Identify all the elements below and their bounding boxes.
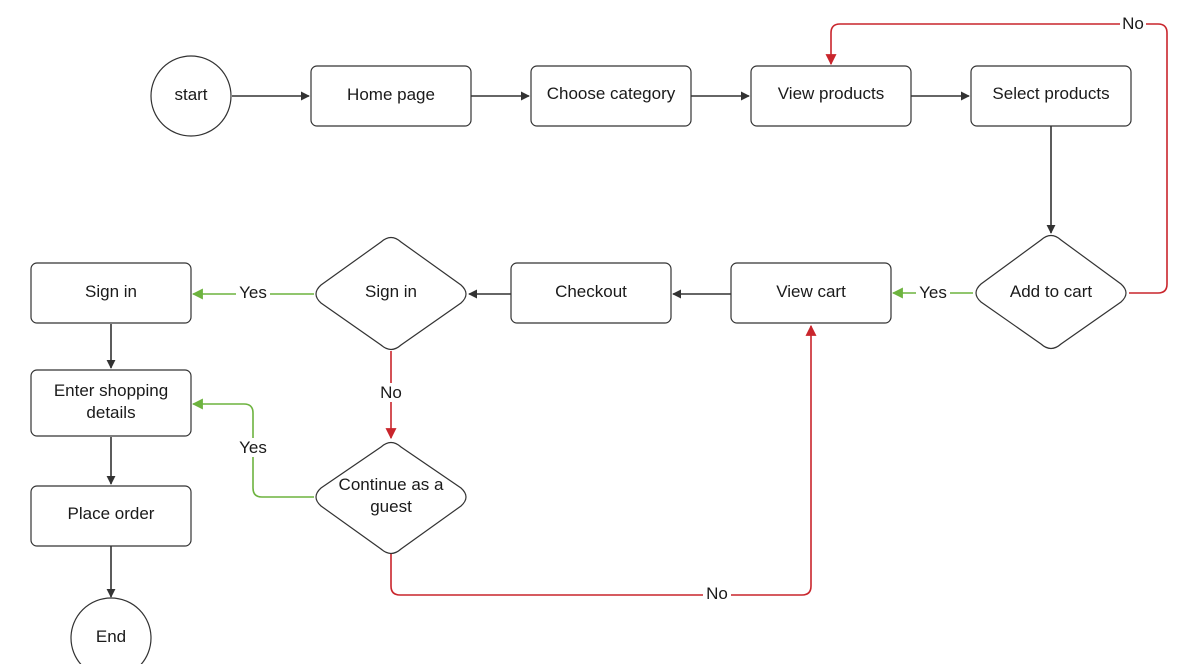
node-start: start (150, 55, 232, 137)
label-guest-no: No (706, 584, 728, 603)
node-guest-line2: guest (370, 497, 412, 516)
node-view-products: View products (750, 65, 912, 127)
node-end-label: End (96, 627, 126, 646)
node-enter-details-line1: Enter shopping (54, 381, 168, 400)
label-addtocart-no: No (1122, 14, 1144, 33)
edge-labels: No Yes Yes No Yes No (236, 14, 1146, 603)
node-add-to-cart-label: Add to cart (1010, 282, 1092, 301)
label-signin-no: No (380, 383, 402, 402)
node-place-order-label: Place order (68, 504, 155, 523)
node-sign-in: Sign in (30, 262, 192, 324)
node-enter-details-line2: details (86, 403, 135, 422)
node-choose-category-label: Choose category (547, 84, 676, 103)
node-sign-in-label: Sign in (85, 282, 137, 301)
edge-guest-no (390, 324, 817, 596)
node-start-label: start (174, 85, 207, 104)
node-home-page-label: Home page (347, 85, 435, 104)
node-select-products-label: Select products (992, 84, 1109, 103)
node-continue-as-guest: Continue as a guest (315, 441, 467, 555)
node-enter-shopping-details: Enter shopping details (30, 369, 192, 437)
node-place-order: Place order (30, 485, 192, 547)
node-checkout: Checkout (510, 262, 672, 324)
node-end: End (70, 597, 152, 664)
node-checkout-label: Checkout (555, 282, 627, 301)
node-home-page: Home page (310, 65, 472, 127)
label-signin-yes: Yes (239, 283, 267, 302)
node-choose-category: Choose category (530, 65, 692, 127)
node-select-products: Select products (970, 65, 1132, 127)
edge-addtocart-no (825, 23, 1168, 294)
label-guest-yes: Yes (239, 438, 267, 457)
node-sign-in-decision-label: Sign in (365, 282, 417, 301)
node-view-cart: View cart (730, 262, 892, 324)
node-guest-line1: Continue as a (339, 475, 444, 494)
label-addtocart-yes: Yes (919, 283, 947, 302)
node-view-cart-label: View cart (776, 282, 846, 301)
edges (106, 23, 1168, 598)
node-sign-in-decision: Sign in (315, 236, 467, 351)
node-add-to-cart: Add to cart (975, 234, 1127, 350)
node-view-products-label: View products (778, 84, 884, 103)
